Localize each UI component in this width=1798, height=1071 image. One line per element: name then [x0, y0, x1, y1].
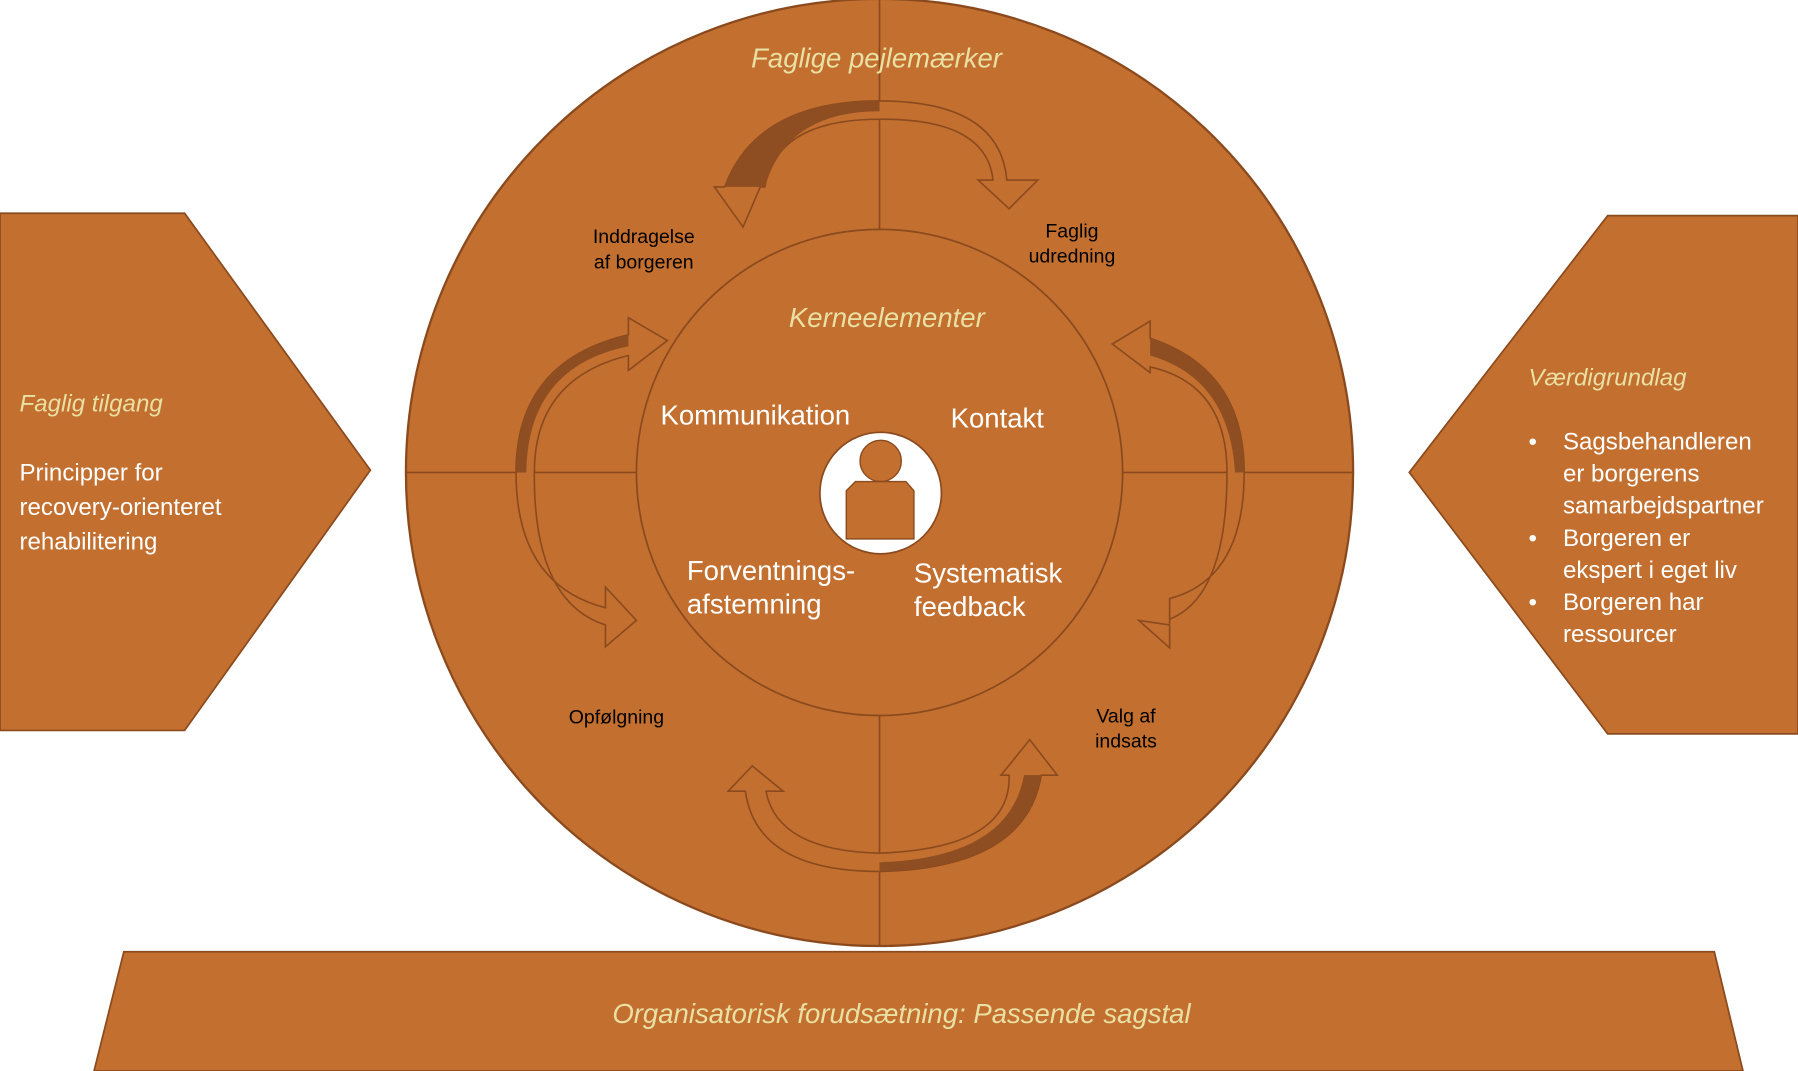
cycle-step-line: af borgeren: [593, 251, 694, 273]
left-panel-line: Principper for: [19, 459, 163, 487]
cycle-step-valg-af-indsats: Valg af indsats: [1095, 704, 1157, 754]
core-element-systematisk-feedback: Systematisk feedback: [914, 557, 1062, 624]
person-icon: [819, 431, 943, 555]
left-panel-line: recovery-orienteret: [19, 494, 222, 521]
arrow-left-shade: [516, 334, 629, 473]
left-panel-body: Principper for recovery-orienteret rehab…: [19, 456, 221, 559]
bullet-line: Sagsbehandleren: [1562, 428, 1752, 456]
right-panel-heading: Værdigrundlag: [1528, 364, 1687, 392]
cycle-arrows: [515, 100, 1245, 873]
bottom-bar-text: Organisatorisk forudsætning: Passende sa…: [612, 998, 1191, 1030]
core-element-line: Forventnings-: [686, 556, 856, 588]
cycle-step-line: indsats: [1095, 730, 1157, 753]
bullet-line: er borgerens: [1562, 460, 1700, 488]
bullet-item: Borgeren har ressourcer: [1529, 587, 1764, 651]
left-panel-line: rehabilitering: [19, 528, 158, 556]
arrow-right-shade: [1150, 338, 1245, 473]
outer-ring-heading: Faglige pejlemærker: [751, 43, 1002, 75]
bottom-bar-shape: [93, 950, 1744, 1071]
bullet-line: samarbejdspartner: [1562, 493, 1764, 520]
cycle-step-udredning: Faglig udredning: [1029, 219, 1116, 269]
bullet-item: Borgeren er ekspert i eget liv: [1529, 523, 1764, 587]
inner-circle-heading: Kerneelementer: [788, 302, 985, 334]
bullet-line: Borgeren har: [1562, 589, 1704, 616]
bullet-line: ressourcer: [1562, 621, 1677, 648]
cycle-step-line: Inddragelse: [592, 225, 695, 248]
bullet-line: ekspert i eget liv: [1562, 557, 1737, 584]
cycle-step-inddragelse: Inddragelse af borgeren: [593, 225, 695, 275]
cycle-step-line: udredning: [1028, 245, 1116, 268]
core-element-line: feedback: [913, 591, 1026, 623]
cycle-step-line: Valg af: [1096, 705, 1156, 728]
core-element-line: afstemning: [686, 589, 822, 621]
bullet-line: Borgeren er: [1562, 525, 1691, 552]
right-panel-bullets: Sagsbehandleren er borgerens samarbejdsp…: [1529, 427, 1764, 652]
arrow-bottom-shade: [879, 775, 1042, 872]
core-element-kommunikation: Kommunikation: [660, 400, 851, 432]
bullet-item: Sagsbehandleren er borgerens samarbejdsp…: [1529, 427, 1764, 523]
arrow-top-shade: [724, 100, 880, 187]
cycle-step-line: Opfølgning: [568, 706, 665, 729]
core-element-forventningsafstemning: Forventnings- afstemning: [687, 555, 855, 622]
core-element-line: Systematisk: [913, 558, 1063, 590]
left-panel-shape: [0, 212, 372, 732]
cycle-step-opfolgning: Opfølgning: [569, 705, 664, 730]
left-panel-heading: Faglig tilgang: [19, 391, 163, 418]
cycle-step-line: Faglig: [1045, 220, 1099, 242]
core-element-kontakt: Kontakt: [950, 403, 1044, 435]
